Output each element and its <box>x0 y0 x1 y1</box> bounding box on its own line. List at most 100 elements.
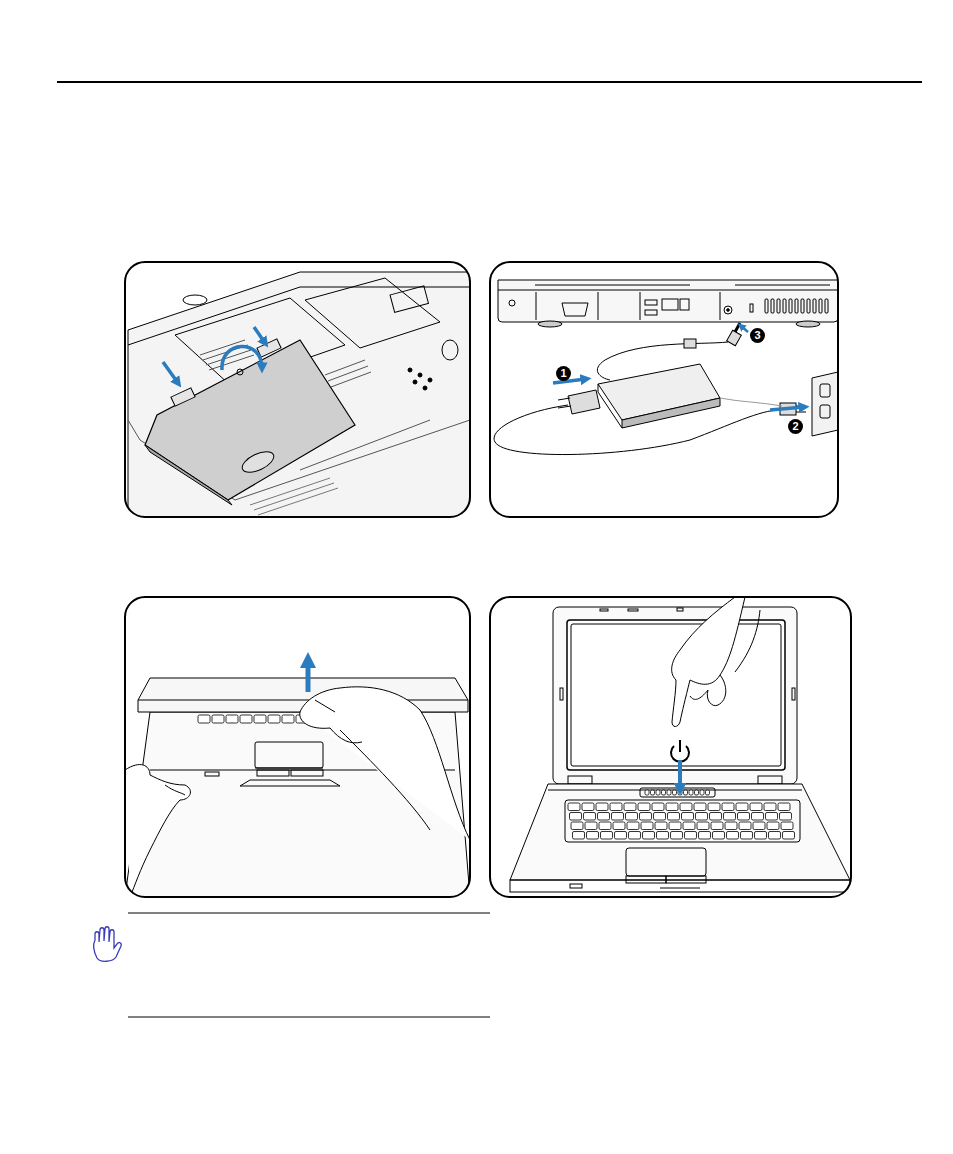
key <box>710 813 722 821</box>
key <box>667 790 671 795</box>
key <box>678 790 682 795</box>
key <box>700 790 704 795</box>
key <box>699 832 711 840</box>
key <box>624 803 636 811</box>
key <box>627 822 639 830</box>
note-rule <box>128 913 490 914</box>
key <box>683 822 695 830</box>
key <box>596 803 608 811</box>
key <box>582 803 594 811</box>
key <box>694 803 706 811</box>
key <box>666 803 678 811</box>
key <box>584 813 596 821</box>
key <box>615 832 627 840</box>
key <box>657 832 669 840</box>
key <box>656 790 660 795</box>
key <box>568 803 580 811</box>
panel-frame <box>125 262 470 517</box>
key <box>769 832 781 840</box>
key <box>711 822 723 830</box>
panel-frame <box>490 262 838 517</box>
key <box>240 715 252 723</box>
key <box>571 822 583 830</box>
key <box>689 790 693 795</box>
key <box>662 790 666 795</box>
key <box>767 822 779 830</box>
key <box>713 832 725 840</box>
key <box>781 822 793 830</box>
key <box>783 832 795 840</box>
key <box>626 813 638 821</box>
key <box>708 803 720 811</box>
key <box>226 715 238 723</box>
key <box>573 832 585 840</box>
key <box>780 813 792 821</box>
key <box>738 813 750 821</box>
key <box>654 813 666 821</box>
key <box>587 832 599 840</box>
key <box>682 813 694 821</box>
key <box>764 803 776 811</box>
key <box>684 790 688 795</box>
blue-arrow <box>306 660 311 692</box>
key <box>651 790 655 795</box>
key <box>671 832 683 840</box>
key <box>706 790 710 795</box>
callout-number: 2 <box>788 419 803 434</box>
key <box>612 813 624 821</box>
key <box>254 715 266 723</box>
key <box>640 813 652 821</box>
key <box>741 832 753 840</box>
key <box>652 803 664 811</box>
key <box>599 822 611 830</box>
key <box>752 813 764 821</box>
key <box>755 832 767 840</box>
panel-frame <box>125 597 470 897</box>
key <box>680 803 692 811</box>
key <box>673 790 677 795</box>
key <box>645 790 649 795</box>
blue-arrows <box>553 326 804 410</box>
key <box>268 715 280 723</box>
callout-number: 3 <box>750 328 765 343</box>
key <box>778 803 790 811</box>
key <box>766 813 778 821</box>
key <box>668 813 680 821</box>
key <box>598 813 610 821</box>
key <box>655 822 667 830</box>
key <box>669 822 681 830</box>
key <box>724 813 736 821</box>
key <box>736 803 748 811</box>
key <box>727 832 739 840</box>
note-rule <box>128 1017 490 1018</box>
header-rule <box>57 81 922 83</box>
key <box>750 803 762 811</box>
key <box>739 822 751 830</box>
key <box>753 822 765 830</box>
key <box>697 822 709 830</box>
power-symbol <box>671 740 689 762</box>
key <box>641 822 653 830</box>
panel-frame <box>490 597 851 897</box>
key <box>198 715 210 723</box>
key <box>212 715 224 723</box>
adapter-connection <box>494 280 838 455</box>
caution-hand-icon <box>94 927 122 962</box>
battery-install <box>128 272 470 517</box>
key <box>629 832 641 840</box>
blue-arrow <box>678 760 682 789</box>
blue-arrows <box>163 327 265 383</box>
power-on <box>510 597 850 892</box>
key <box>722 803 734 811</box>
key <box>695 790 699 795</box>
key <box>610 803 622 811</box>
key <box>570 813 582 821</box>
key <box>585 822 597 830</box>
key <box>601 832 613 840</box>
key <box>638 803 650 811</box>
callout-number: 1 <box>556 366 571 381</box>
lid-opening <box>125 678 470 897</box>
key <box>613 822 625 830</box>
